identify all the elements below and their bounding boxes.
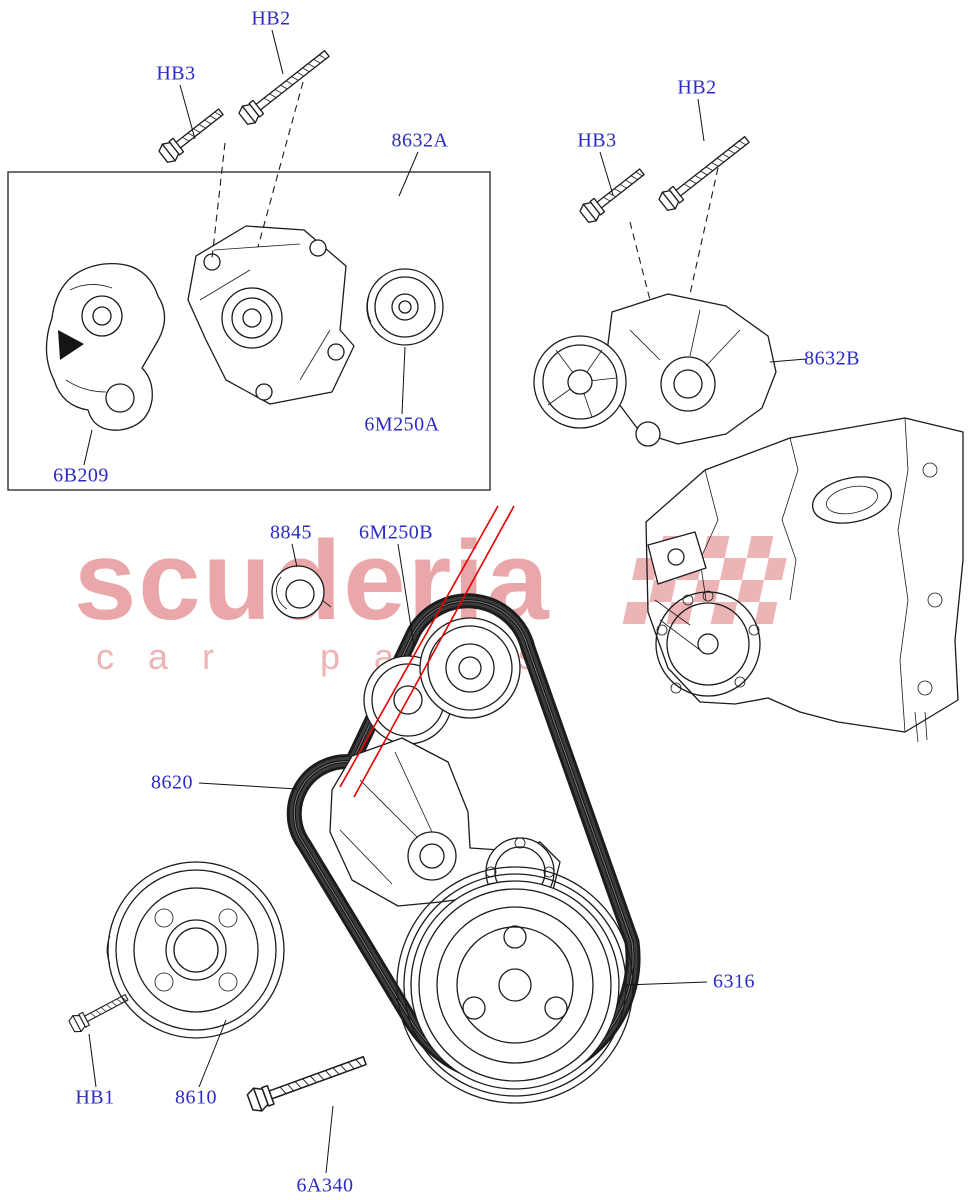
highlight-pointer-lines [339,505,515,798]
bolt-6a340-drawing [245,1048,370,1115]
engine-block-drawing [645,417,964,743]
idler-pulley-a-drawing [366,268,444,346]
tensioner-a-cover-drawing [45,262,166,431]
part-label-8632a: 8632A [391,129,449,152]
part-label-8610: 8610 [175,1086,217,1109]
tensioner-b-drawing [533,293,777,447]
part-label-hb1: HB1 [75,1086,115,1109]
idler-pulley-b-drawing [419,617,521,719]
belt-tensioner-body-drawing [329,737,561,907]
cap-drawing [271,565,332,619]
detail-box [7,171,491,491]
bolt-hb1-drawing [67,988,132,1035]
mount-bracket-a-drawing [187,225,355,405]
bolt-hb2-right-drawing [656,130,754,214]
part-label-6316: 6316 [713,970,755,993]
part-label-6m250a: 6M250A [364,413,440,436]
assembly-dashed-lines [211,81,719,301]
part-label-8845: 8845 [270,521,312,544]
bolt-hb2-left-drawing [236,44,334,128]
bolt-hb3-left-drawing [156,102,228,166]
part-label-8632b: 8632B [804,347,860,370]
part-label-8620: 8620 [151,771,193,794]
leader-lines [83,29,807,1174]
part-label-6m250b: 6M250B [358,521,434,544]
water-pump-pulley-drawing [106,861,285,1039]
part-label-hb2-right: HB2 [677,76,717,99]
part-label-hb3-right: HB3 [577,129,617,152]
part-label-6a340: 6A340 [296,1174,354,1197]
part-label-hb3-left: HB3 [156,62,196,85]
part-label-hb2-left: HB2 [251,7,291,30]
part-label-6b209: 6B209 [53,464,109,487]
